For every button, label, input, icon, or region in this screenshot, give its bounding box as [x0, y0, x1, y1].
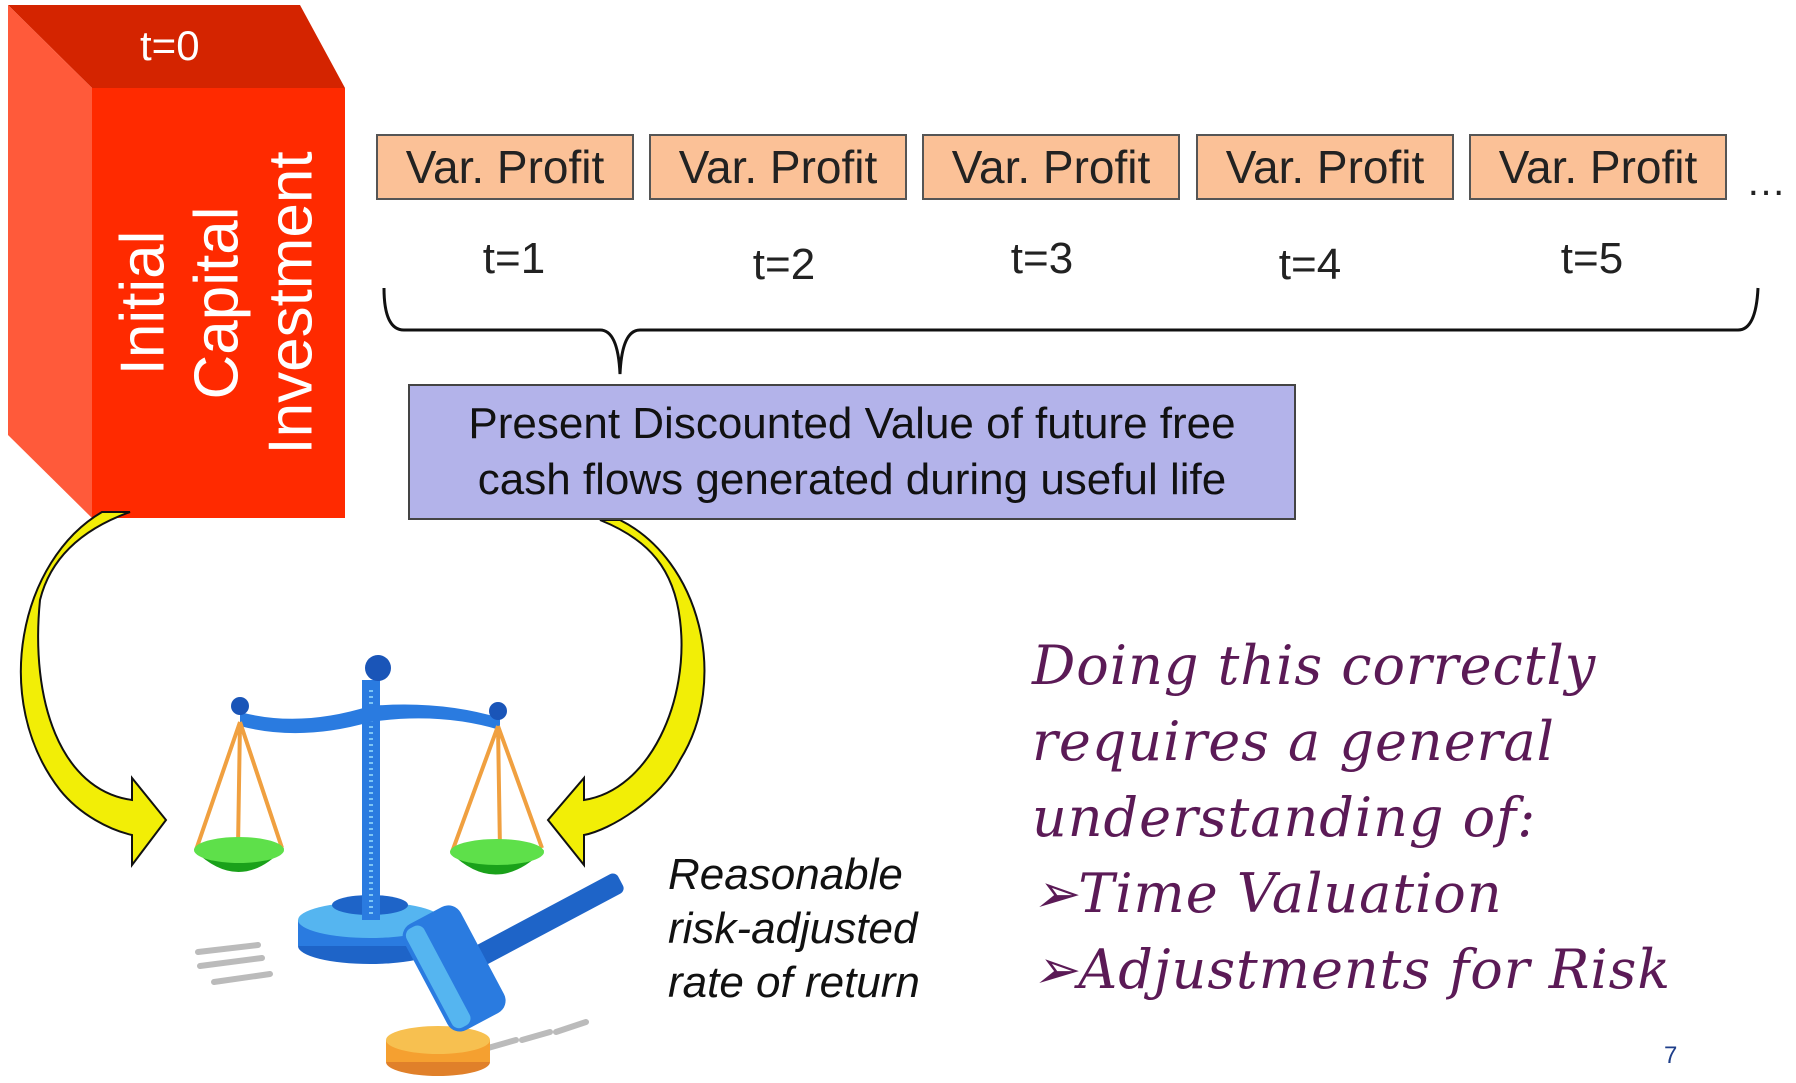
page-number: 7	[1664, 1042, 1678, 1069]
initial-line-1: Initial	[109, 230, 178, 376]
handwritten-note: Doing this correctly requires a general …	[1032, 628, 1671, 1008]
time-label-1: t=1	[482, 234, 546, 283]
initial-investment-label: Initial Capital Investment	[92, 88, 344, 518]
initial-investment-cube	[8, 5, 345, 518]
pdv-line-2: cash flows generated during useful life	[477, 455, 1227, 504]
time-label-5: t=5	[1560, 234, 1624, 283]
initial-line-3: Investment	[257, 151, 326, 455]
cube-side-face	[8, 5, 92, 518]
note-line-1: Doing this correctly	[1032, 634, 1597, 697]
profit-box-2: Var. Profit	[649, 134, 907, 200]
cube-front-face	[92, 88, 345, 518]
rate-line-2: risk-adjusted	[668, 904, 918, 953]
timeline-brace	[382, 287, 1760, 375]
more-periods-ellipsis: …	[1746, 160, 1786, 204]
cube-top-face	[8, 5, 345, 88]
note-line-5: ➢Adjustments for Risk	[1032, 938, 1672, 1001]
initial-line-2: Capital	[183, 206, 252, 400]
profit-box-5: Var. Profit	[1469, 134, 1727, 200]
time-label-4: t=4	[1278, 240, 1342, 289]
profit-box-1: Var. Profit	[376, 134, 634, 200]
left-curved-arrow	[19, 511, 168, 868]
gavel-icon	[386, 873, 624, 1076]
rate-line-3: rate of return	[668, 958, 920, 1007]
present-value-box: Present Discounted Value of future free …	[408, 384, 1296, 520]
profit-box-4: Var. Profit	[1196, 134, 1454, 200]
rate-line-1: Reasonable	[668, 850, 903, 899]
profit-box-3: Var. Profit	[922, 134, 1180, 200]
right-curved-arrow	[546, 519, 706, 868]
time-label-3: t=3	[1010, 234, 1074, 283]
time-label-2: t=2	[752, 240, 816, 289]
balance-scale-icon	[194, 655, 544, 985]
note-line-2: requires a general	[1032, 710, 1555, 773]
time-zero-label: t=0	[140, 22, 200, 69]
note-line-3: understanding of:	[1032, 786, 1537, 849]
rate-of-return-caption: Reasonable risk-adjusted rate of return	[668, 848, 920, 1010]
note-line-4: ➢Time Valuation	[1032, 862, 1503, 925]
pdv-line-1: Present Discounted Value of future free	[468, 399, 1236, 448]
